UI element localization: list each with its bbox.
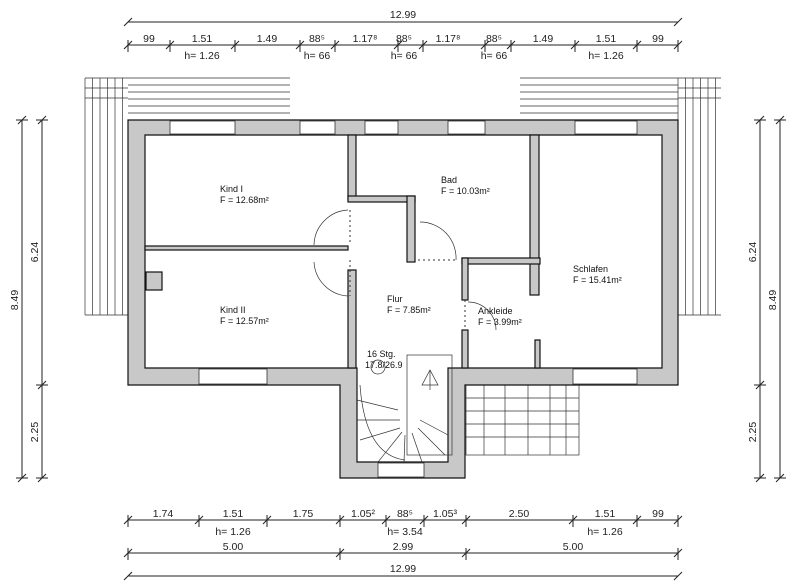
- balcony: [465, 384, 580, 456]
- dim-left-upper: 6.24: [29, 242, 41, 263]
- dim-label: 99: [652, 33, 664, 45]
- room-schlafen: Schlafen F = 15.41m²: [573, 264, 622, 285]
- dim-label: 2.50: [509, 508, 530, 520]
- room-ankleide: Ankleide F = 3.99m²: [478, 306, 522, 327]
- room-name: Kind II: [220, 305, 246, 315]
- dim-label: 1.05³: [433, 508, 457, 520]
- dim-right-lower: 2.25: [747, 422, 759, 443]
- top-dimensions: 12.99 99 1.51 1.49 88⁵ 1.17⁸ 88⁵ 1.17⁸ 8…: [123, 9, 683, 62]
- dim-label: 99: [143, 33, 155, 45]
- dim-label: 1.17⁸: [436, 33, 461, 45]
- bottom-dimensions: 1.74 1.51 1.75 1.05² 88⁵ 1.05³ 2.50 1.51…: [123, 508, 683, 581]
- dim-label: 99: [652, 508, 664, 520]
- window-height-label: h= 1.26: [215, 526, 250, 538]
- stairs-steps: 16 Stg.: [367, 349, 396, 359]
- dim-label: 2.99: [393, 541, 414, 553]
- dim-label: 5.00: [223, 541, 244, 553]
- dim-label: 1.51: [595, 508, 616, 520]
- window-height-label: h= 1.26: [184, 50, 219, 62]
- dim-label: 1.51: [596, 33, 617, 45]
- stairs-ratio: 17.8/26.9: [365, 360, 403, 370]
- dim-total-top: 12.99: [390, 9, 416, 21]
- window-height-label: h= 66: [304, 50, 331, 62]
- dim-label: 88⁵: [309, 33, 325, 45]
- dim-label: 88⁵: [486, 33, 502, 45]
- room-area: F = 12.57m²: [220, 316, 269, 326]
- room-kind-1: Kind I F = 12.68m²: [220, 184, 269, 205]
- room-bad: Bad F = 10.03m²: [441, 175, 490, 196]
- room-name: Kind I: [220, 184, 243, 194]
- roof-hatching: [84, 77, 721, 316]
- window-height-label: h= 1.26: [587, 526, 622, 538]
- dim-right-upper: 6.24: [747, 242, 759, 263]
- room-kind-2: Kind II F = 12.57m²: [220, 305, 269, 326]
- room-name: Ankleide: [478, 306, 513, 316]
- dim-tick: [673, 571, 683, 581]
- dim-label: 88⁵: [397, 508, 413, 520]
- window-height-label: h= 66: [391, 50, 418, 62]
- room-area: F = 10.03m²: [441, 186, 490, 196]
- staircase: [356, 354, 453, 463]
- dim-label: 1.49: [533, 33, 554, 45]
- dim-label: 1.17⁸: [353, 33, 378, 45]
- side-dimensions: 8.49 6.24 2.25 6.24 2.25 8.49: [9, 115, 786, 483]
- room-flur: Flur F = 7.85m²: [387, 294, 431, 315]
- windows: [169, 120, 638, 478]
- dim-label: 1.05²: [351, 508, 375, 520]
- window-height-label: h= 3.54: [387, 526, 422, 538]
- room-area: F = 12.68m²: [220, 195, 269, 205]
- dim-label: 5.00: [563, 541, 584, 553]
- room-area: F = 15.41m²: [573, 275, 622, 285]
- dim-tick: [123, 571, 133, 581]
- dim-total-bottom: 12.99: [390, 563, 416, 575]
- window-height-label: h= 66: [481, 50, 508, 62]
- dim-left-lower: 2.25: [29, 422, 41, 443]
- room-area: F = 7.85m²: [387, 305, 431, 315]
- window-height-label: h= 1.26: [588, 50, 623, 62]
- room-name: Bad: [441, 175, 457, 185]
- dim-left-total: 8.49: [9, 290, 21, 311]
- dim-label: 1.74: [153, 508, 174, 520]
- dim-right-total: 8.49: [767, 290, 779, 311]
- dim-label: 1.51: [223, 508, 244, 520]
- room-name: Flur: [387, 294, 403, 304]
- room-area: F = 3.99m²: [478, 317, 522, 327]
- doors: [313, 209, 497, 331]
- room-name: Schlafen: [573, 264, 608, 274]
- walls: [127, 119, 679, 479]
- dim-label: 1.49: [257, 33, 278, 45]
- dim-label: 88⁵: [396, 33, 412, 45]
- dim-label: 1.75: [293, 508, 314, 520]
- dim-label: 1.51: [192, 33, 213, 45]
